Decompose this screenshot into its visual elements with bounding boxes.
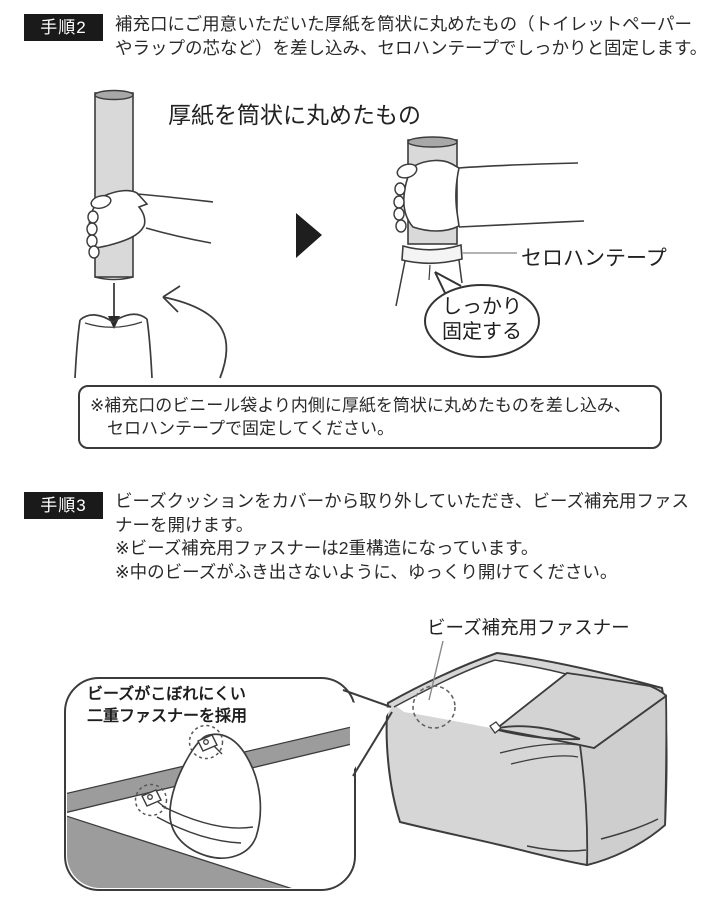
step3-illustration bbox=[64, 640, 668, 891]
cushion-drawing bbox=[385, 640, 668, 867]
double-fastener-callout-label: ビーズがこぼれにくい 二重ファスナーを採用 bbox=[87, 686, 248, 725]
cushion-inner-liner bbox=[396, 659, 567, 729]
step2-note-box: ※補充口のビニール袋より内側に厚紙を筒状に丸めたものを差し込み、 セロハンテープ… bbox=[78, 385, 662, 449]
tape-band bbox=[401, 243, 463, 265]
fix-firmly-bubble-label: しっかり 固定する bbox=[442, 296, 522, 343]
right-arm-line-bottom bbox=[458, 220, 585, 228]
cardboard-tube-label: 厚紙を筒状に丸めたもの bbox=[168, 102, 421, 128]
left-arm-line-top bbox=[136, 193, 214, 203]
fastener-highlight-circle bbox=[412, 685, 456, 729]
left-thumb bbox=[90, 194, 112, 210]
right-thumb bbox=[396, 163, 418, 179]
curved-arrow bbox=[162, 296, 228, 379]
zipper-slider bbox=[489, 721, 502, 734]
fastener-zipper-line bbox=[493, 725, 581, 740]
step2-badge: 手順2 bbox=[24, 14, 103, 41]
step-transition-arrow-icon bbox=[296, 213, 322, 258]
inner-pull-highlight-circle bbox=[134, 783, 168, 817]
step3-badge: 手順3 bbox=[24, 492, 103, 519]
cushion-edge-fill bbox=[67, 813, 297, 888]
tube-taped-drawing bbox=[393, 136, 585, 358]
tube-top-opening bbox=[94, 89, 134, 101]
fastener-callout-drawing bbox=[64, 677, 393, 891]
refill-fastener-label: ビーズ補充用ファスナー bbox=[427, 617, 630, 638]
outer-pull-highlight-circle bbox=[188, 724, 224, 760]
speech-bubble bbox=[424, 284, 540, 358]
inner-bead-bag bbox=[169, 733, 262, 859]
right-hand bbox=[403, 159, 460, 232]
step3-description: ビーズクッションをカバーから取り外していただき、ビーズ補充用ファス ナーを開けま… bbox=[115, 491, 689, 582]
speech-bubble-tail bbox=[434, 271, 462, 294]
fastener-leader-line bbox=[428, 640, 444, 701]
step2-illustration bbox=[74, 89, 585, 379]
tube-insert-drawing bbox=[74, 89, 228, 379]
refill-port bbox=[74, 319, 81, 379]
left-arm-line-bottom bbox=[145, 227, 212, 244]
step2-description: 補充口にご用意いただいた厚紙を筒状に丸めたもの（トイレットペーパー やラップの芯… bbox=[115, 14, 708, 58]
right-arm-line-top bbox=[458, 162, 579, 169]
cardboard-tube bbox=[94, 92, 134, 278]
callout-pointer bbox=[342, 689, 393, 777]
step2-note-text: ※補充口のビニール袋より内側に厚紙を筒状に丸めたものを差し込み、 セロハンテープ… bbox=[90, 396, 631, 438]
cellophane-tape-label: セロハンテープ bbox=[521, 247, 667, 270]
